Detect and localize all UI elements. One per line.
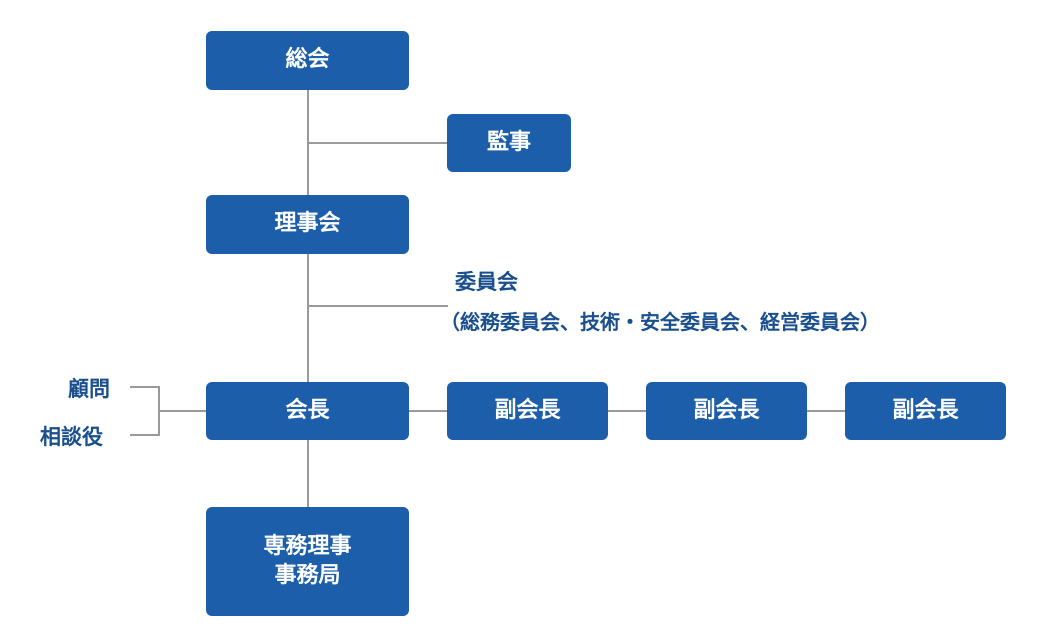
- vice-chairman-label-2: 副会長: [693, 397, 760, 423]
- general-assembly-box: 総会: [206, 31, 409, 90]
- secretariat-label: 事務局: [274, 562, 341, 588]
- counselor-label: 相談役: [40, 425, 103, 449]
- vice-connector-3: [806, 410, 846, 412]
- auditor-box: 監事: [447, 114, 571, 172]
- trunk-line: [307, 90, 309, 508]
- committee-connector: [308, 305, 448, 307]
- vice-chairman-label-1: 副会長: [494, 397, 561, 423]
- auditor-connector: [308, 142, 448, 144]
- chairman-label: 会長: [285, 397, 330, 423]
- side-to-chairman-connector: [158, 410, 208, 412]
- vice-connector-2: [607, 410, 647, 412]
- advisor-connector: [130, 386, 160, 388]
- vice-chairman-label-3: 副会長: [892, 397, 959, 423]
- vice-chairman-box-2: 副会長: [646, 382, 807, 440]
- general-assembly-label: 総会: [285, 47, 330, 73]
- vice-chairman-box-1: 副会長: [447, 382, 608, 440]
- vice-connector-1: [408, 410, 448, 412]
- advisor-label: 顧問: [68, 377, 110, 401]
- auditor-label: 監事: [486, 129, 531, 155]
- executive-director-box: 専務理事 事務局: [206, 507, 409, 616]
- executive-director-text: 専務理事 事務局: [263, 533, 351, 590]
- vice-chairman-box-3: 副会長: [845, 382, 1006, 440]
- committee-detail: （総務委員会、技術・安全委員会、経営委員会）: [440, 310, 880, 334]
- committee-title: 委員会: [455, 270, 518, 294]
- counselor-connector: [130, 434, 160, 436]
- board-box: 理事会: [206, 195, 409, 254]
- chairman-box: 会長: [206, 382, 409, 440]
- executive-director-label: 専務理事: [263, 533, 352, 559]
- board-label: 理事会: [274, 211, 341, 237]
